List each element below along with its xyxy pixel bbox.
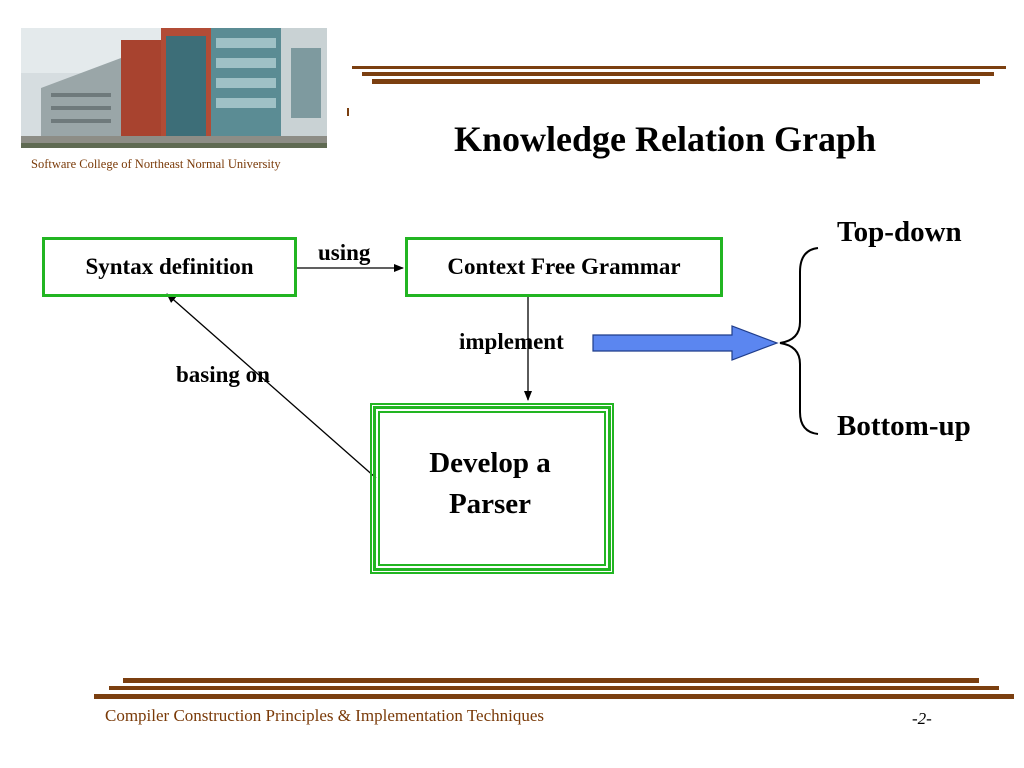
branch-brace — [779, 247, 819, 435]
node-develop-parser: Develop a Parser — [370, 403, 614, 574]
implement-block-arrow — [592, 325, 779, 361]
slide-title: Knowledge Relation Graph — [453, 119, 876, 159]
node-syntax-definition: Syntax definition — [42, 237, 297, 297]
building-illustration — [21, 28, 327, 148]
parser-border-inner — [378, 411, 606, 566]
parser-border-outer — [370, 403, 614, 574]
edge-label-basing-on: basing on — [176, 362, 270, 387]
campus-building-photo — [21, 28, 327, 148]
parser-border-middle — [373, 406, 611, 571]
page-number: -2- — [912, 709, 932, 728]
header-rule-2 — [362, 72, 994, 76]
node-develop-parser-label: Develop a Parser — [429, 446, 551, 520]
footer-rule-1 — [123, 678, 979, 683]
node-context-free-grammar: Context Free Grammar — [405, 237, 723, 297]
header-tick — [347, 108, 349, 116]
college-name: Software College of Northeast Normal Uni… — [31, 157, 281, 171]
branch-bottom-up: Bottom-up — [837, 410, 971, 442]
branch-top-down: Top-down — [837, 216, 962, 248]
edge-label-using: using — [318, 240, 371, 265]
header-rule-1 — [352, 66, 1006, 69]
header-rule-3 — [372, 79, 980, 84]
course-title: Compiler Construction Principles & Imple… — [105, 706, 545, 725]
edge-label-implement: implement — [459, 329, 564, 354]
footer-rule-3 — [94, 694, 1014, 699]
footer-rule-2 — [109, 686, 999, 690]
